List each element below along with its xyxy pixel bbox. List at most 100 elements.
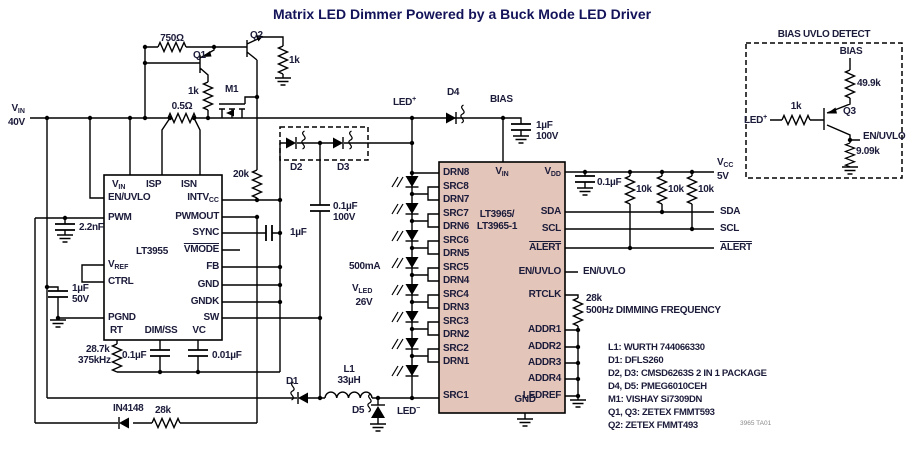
bias-box-title: BIAS UVLO DETECT: [777, 29, 871, 40]
lt3955-pin-sync: SYNC: [192, 227, 219, 238]
q2-label: Q2: [250, 30, 263, 41]
figure-id: 3965 TA01: [740, 420, 772, 427]
lt3955-pin-dimss: DIM/SS: [144, 325, 178, 336]
note-d4-d5: D4, D5: PMEG6010CEH: [608, 381, 707, 392]
lt3955-name: LT3955: [136, 246, 168, 257]
lt3965-pin-enuvlo: EN/UVLO: [518, 266, 562, 277]
resistor-9p09k-label: 9.09k: [856, 146, 880, 157]
q1-label: Q1: [193, 50, 206, 61]
resistor-1k-q3-label: 1k: [790, 101, 802, 112]
cap-1u-sync-label: 1µF: [290, 227, 307, 238]
lt3965-name-2: LT3965-1: [476, 221, 518, 232]
bias-uvlo-dashed-box: [745, 42, 903, 179]
note-l1: L1: WURTH 744066330: [608, 342, 705, 353]
lt3965-pin-src2: SRC2: [443, 343, 469, 354]
scl-net-label: SCL: [720, 223, 740, 234]
vin-supply-label: VIN 40V: [8, 103, 25, 128]
lt3965-pin-alert: ALERT: [529, 242, 561, 253]
lt3965-pin-drn8: DRN8: [443, 167, 470, 178]
d3-label: D3: [337, 162, 350, 173]
freq-375khz-label: 375kHz: [78, 355, 111, 366]
lt3965-pin-ledref: LEDREF: [522, 390, 562, 401]
cap-0p1-dimss-label: 0.1µF: [122, 350, 147, 361]
lt3965-pin-drn4: DRN4: [443, 275, 470, 286]
lt3965-pin-drn2: DRN2: [443, 329, 470, 340]
d2-d3-dashed-box: [279, 126, 369, 161]
lt3965-name-1: LT3965/: [479, 209, 515, 220]
resistor-10k-2-label: 10k: [668, 184, 684, 195]
note-d1: D1: DFLS260: [608, 355, 664, 366]
lt3955-pin-sw: SW: [203, 312, 219, 323]
lt3965-pin-src7: SRC7: [443, 208, 469, 219]
lt3965-pin-vdd: VDD: [544, 166, 562, 178]
lt3955-pin-fb: FB: [206, 261, 219, 272]
bias-net-label: BIAS: [490, 94, 513, 105]
lt3965-pin-addr4: ADDR4: [528, 373, 561, 384]
lt3955-pin-vmode: VMODE: [183, 244, 219, 255]
junction-dots: [44, 44, 853, 401]
lt3955-pin-vref: VREF: [108, 259, 129, 271]
lt3955-pin-isp: ISP: [146, 179, 162, 190]
resistor-28p7k-label: 28.7k: [86, 344, 110, 355]
lt3955-pin-pgnd: PGND: [108, 312, 136, 323]
sda-net-label: SDA: [720, 206, 741, 217]
lt3955-pin-vc: VC: [192, 325, 206, 336]
lt3965-pin-vin: VIN: [495, 166, 509, 178]
lt3965-pin-addr1: ADDR1: [528, 324, 561, 335]
resistor-20k-label: 20k: [233, 169, 249, 180]
led-plus-label: LED+: [393, 96, 417, 108]
note-q1-q3: Q1, Q3: ZETEX FMMT593: [608, 407, 715, 418]
lt3965-pin-addr2: ADDR2: [528, 341, 561, 352]
lt3965-pin-drn6: DRN6: [443, 221, 470, 232]
vled-label: VLED 26V: [352, 283, 373, 308]
l1-label: L1: [343, 364, 355, 375]
led-string: [391, 175, 420, 377]
resistor-49p9k-label: 49.9k: [857, 78, 881, 89]
lt3955-pin-enuvlo: EN/UVLO: [108, 192, 151, 203]
note-q2: Q2: ZETEX FMMT493: [608, 420, 698, 431]
resistor-0p5-label: 0.5Ω: [171, 101, 193, 112]
lt3965-pin-addr3: ADDR3: [528, 357, 561, 368]
lt3955-pin-pwmout: PWMOUT: [175, 211, 219, 222]
m1-label: M1: [225, 84, 239, 95]
lt3965-pin-src6: SRC6: [443, 235, 469, 246]
wires: [30, 36, 860, 424]
lt3965-pin-scl: SCL: [541, 223, 561, 234]
inductor-l1: [324, 391, 373, 399]
lt3965-pin-src1: SRC1: [443, 390, 469, 401]
resistor-1k-q1-label: 1k: [188, 86, 199, 97]
dimming-frequency-label: 500Hz DIMMING FREQUENCY: [586, 305, 721, 316]
cap-0p1-vdd-label: 0.1µF: [597, 177, 622, 188]
cap-2n2-label: 2.2nF: [79, 222, 104, 233]
lt3955-pin-gndk: GNDK: [190, 296, 220, 307]
lt3965-box: [438, 161, 566, 414]
lt3955-pin-ctrl: CTRL: [108, 276, 134, 287]
resistor-10k-3-label: 10k: [698, 184, 714, 195]
d1-label: D1: [286, 376, 299, 387]
resistor-1k-q2-label: 1k: [289, 55, 300, 66]
led-minus-label: LED−: [397, 405, 421, 417]
lt3955-pin-rt: RT: [110, 325, 123, 336]
resistor-28k-pwm-label: 28k: [155, 405, 171, 416]
led-current-label: 500mA: [349, 261, 381, 272]
lt3965-pin-src5: SRC5: [443, 262, 469, 273]
in4148-label: IN4148: [113, 403, 144, 414]
bias-box-led-plus-label: LED+: [744, 114, 768, 126]
lt3955-pin-pwm: PWM: [108, 212, 132, 223]
bias-box-enuvlo-label: EN/UVLO: [863, 131, 906, 142]
l1-value-label: 33µH: [337, 375, 361, 386]
note-m1: M1: VISHAY Si7309DN: [608, 394, 703, 405]
resistor-750-label: 750Ω: [160, 33, 184, 44]
transistor-arrows: [202, 35, 837, 117]
lt3965-pin-drn1: DRN1: [443, 356, 470, 367]
lt3965-pin-rtclk: RTCLK: [528, 289, 562, 300]
resistor-10k-1-label: 10k: [636, 184, 652, 195]
lt3965-pin-drn7: DRN7: [443, 194, 470, 205]
resistor-28k-rtclk-label: 28k: [586, 293, 602, 304]
note-d2-d3: D2, D3: CMSD6263S 2 IN 1 PACKAGE: [608, 368, 767, 379]
q3-label: Q3: [843, 106, 856, 117]
